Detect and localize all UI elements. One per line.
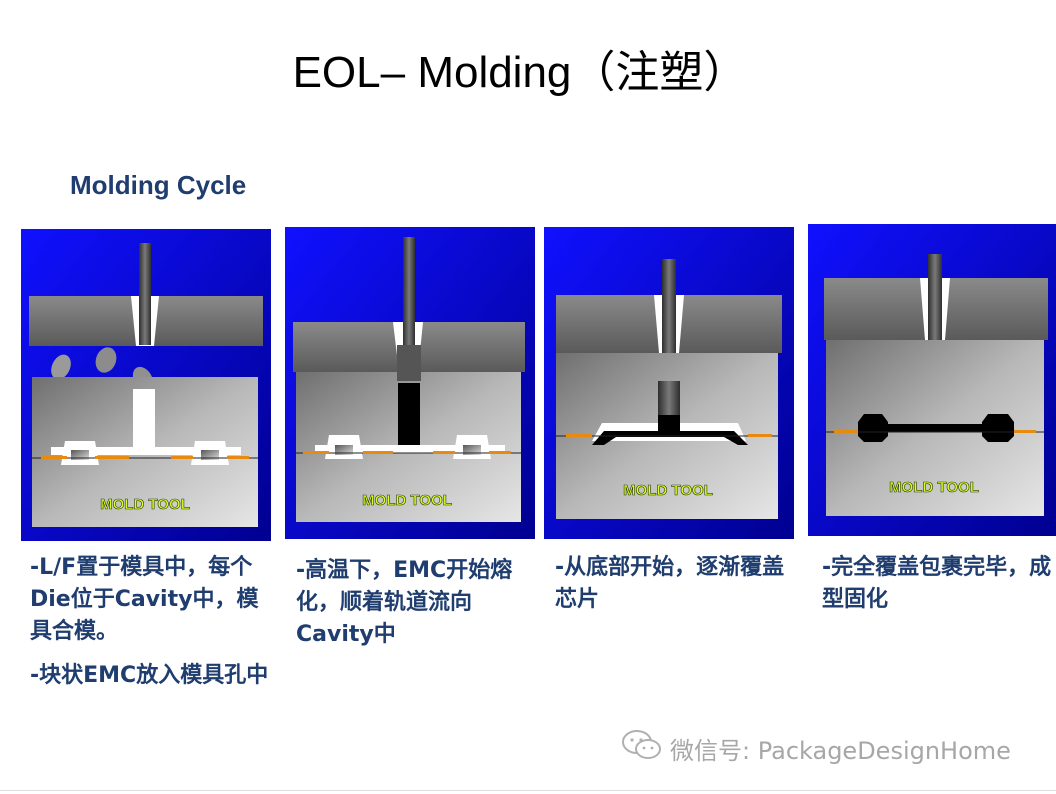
molding-step-2-diagram: MOLD TOOL <box>285 227 535 539</box>
wechat-watermark: 微信号: PackageDesignHome <box>620 728 1011 768</box>
wechat-account-text: 微信号: PackageDesignHome <box>670 736 1011 765</box>
caption-paragraph: -块状EMC放入模具孔中 <box>30 663 269 688</box>
molding-step-1-diagram: MOLD TOOL <box>21 229 271 541</box>
section-subtitle: Molding Cycle <box>70 170 247 200</box>
molding-step-3-diagram: MOLD TOOL <box>544 227 794 539</box>
caption-paragraph: -高温下，EMC开始熔化，顺着轨道流向Cavity中 <box>296 558 513 647</box>
bottom-divider <box>0 790 1056 791</box>
step-1-caption: -L/F置于模具中，每个Die位于Cavity中，模具合模。 -块状EMC放入模… <box>30 552 272 704</box>
mold-tool-label: MOLD TOOL <box>623 482 713 499</box>
caption-paragraph: -完全覆盖包裹完毕，成型固化 <box>822 555 1052 612</box>
step-2-caption: -高温下，EMC开始熔化，顺着轨道流向Cavity中 <box>296 555 528 663</box>
step-3-caption: -从底部开始，逐渐覆盖芯片 <box>555 552 787 628</box>
slide-title: EOL– Molding（注塑） <box>292 48 748 97</box>
step-4-caption: -完全覆盖包裹完毕，成型固化 <box>822 552 1054 628</box>
caption-paragraph: -从底部开始，逐渐覆盖芯片 <box>555 555 785 612</box>
wechat-icon <box>620 728 664 768</box>
mold-tool-label: MOLD TOOL <box>889 479 979 496</box>
mold-tool-label: MOLD TOOL <box>100 496 190 513</box>
caption-paragraph: -L/F置于模具中，每个Die位于Cavity中，模具合模。 <box>30 555 259 644</box>
mold-tool-label: MOLD TOOL <box>362 492 452 509</box>
molding-step-4-diagram: MOLD TOOL <box>808 224 1056 536</box>
